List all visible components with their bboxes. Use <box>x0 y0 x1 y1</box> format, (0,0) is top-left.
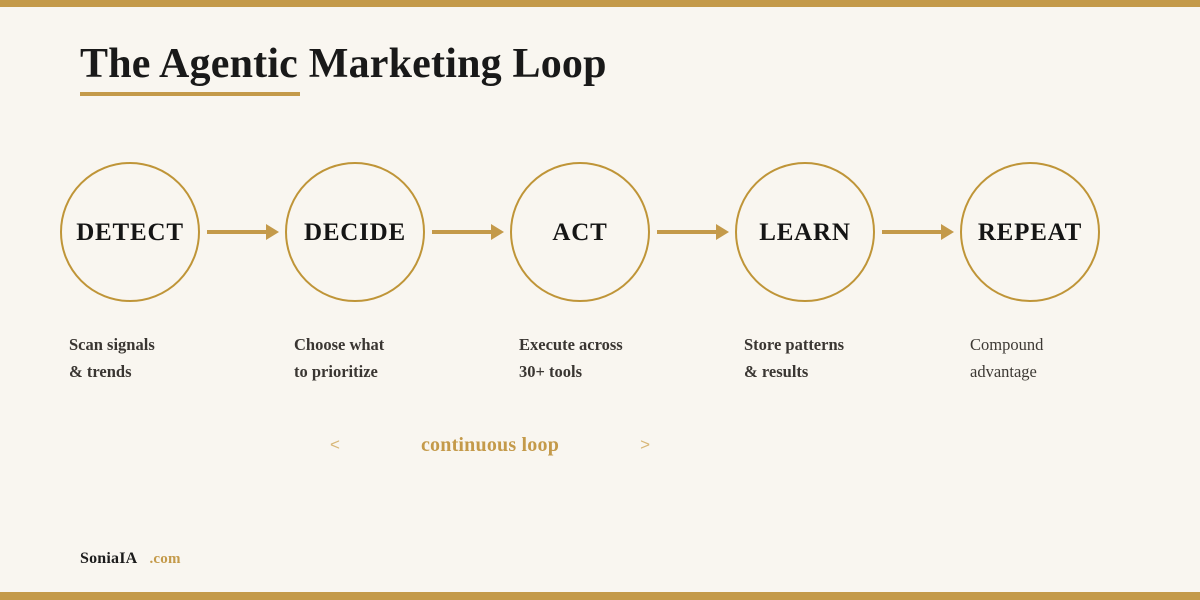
caption-line-2: to prioritize <box>294 362 378 381</box>
arrow-shaft <box>432 230 492 234</box>
caption-line-1: Scan signals <box>69 335 155 354</box>
flow-node-label: DETECT <box>76 218 184 246</box>
flow-caption-learn: Store patterns & results <box>744 331 919 385</box>
top-accent-bar <box>0 0 1200 7</box>
continuous-loop-indicator: < continuous loop > <box>330 428 650 462</box>
continuous-loop-label: continuous loop <box>420 433 560 456</box>
flow-node-learn[interactable]: LEARN <box>735 162 875 302</box>
caption-line-2: & results <box>744 362 809 381</box>
brand-name: SoniaIA <box>80 550 138 567</box>
arrow-right-icon-learn-to-repeat <box>882 224 954 240</box>
flow-node-decide[interactable]: DECIDE <box>285 162 425 302</box>
process-flow: DETECT DECIDE ACT LEARN REPEAT <box>0 162 1200 304</box>
title-block: The Agentic Marketing Loop <box>80 40 607 96</box>
arrow-right-icon-detect-to-decide <box>207 224 279 240</box>
flow-caption-detect: Scan signals & trends <box>69 331 244 385</box>
arrow-head <box>266 224 279 240</box>
caption-line-1: Execute across <box>519 335 623 354</box>
bottom-accent-bar <box>0 592 1200 600</box>
caption-line-1: Store patterns <box>744 335 845 354</box>
flow-node-repeat[interactable]: REPEAT <box>960 162 1100 302</box>
arrow-right-icon-decide-to-act <box>432 224 504 240</box>
page-title: The Agentic Marketing Loop <box>80 41 607 87</box>
flow-node-act[interactable]: ACT <box>510 162 650 302</box>
flow-caption-decide: Choose what to prioritize <box>294 331 469 385</box>
arrow-right-icon-act-to-learn <box>657 224 729 240</box>
arrow-head <box>941 224 954 240</box>
arrow-shaft <box>207 230 267 234</box>
caption-line-1: Compound <box>970 335 1044 354</box>
caption-line-2: & trends <box>69 362 132 381</box>
flow-node-label: LEARN <box>759 218 851 246</box>
arrow-shaft <box>882 230 942 234</box>
flow-node-label: REPEAT <box>977 218 1083 246</box>
footer-branding: SoniaIA .com <box>80 550 181 568</box>
caption-line-2: 30+ tools <box>519 362 583 381</box>
flow-caption-act: Execute across 30+ tools <box>519 331 694 385</box>
arrow-shaft <box>657 230 717 234</box>
flow-caption-repeat: Compound advantage <box>970 331 1145 385</box>
flow-node-label: ACT <box>552 218 608 246</box>
title-underline-accent <box>80 92 300 96</box>
arrow-head <box>716 224 729 240</box>
chevron-left-icon: < <box>330 435 340 454</box>
caption-line-2: advantage <box>970 362 1037 381</box>
flow-node-detect[interactable]: DETECT <box>60 162 200 302</box>
flow-node-label: DECIDE <box>303 218 407 246</box>
brand-tld: .com <box>149 551 181 567</box>
arrow-head <box>491 224 504 240</box>
chevron-right-icon: > <box>640 435 650 454</box>
caption-line-1: Choose what <box>294 335 385 354</box>
